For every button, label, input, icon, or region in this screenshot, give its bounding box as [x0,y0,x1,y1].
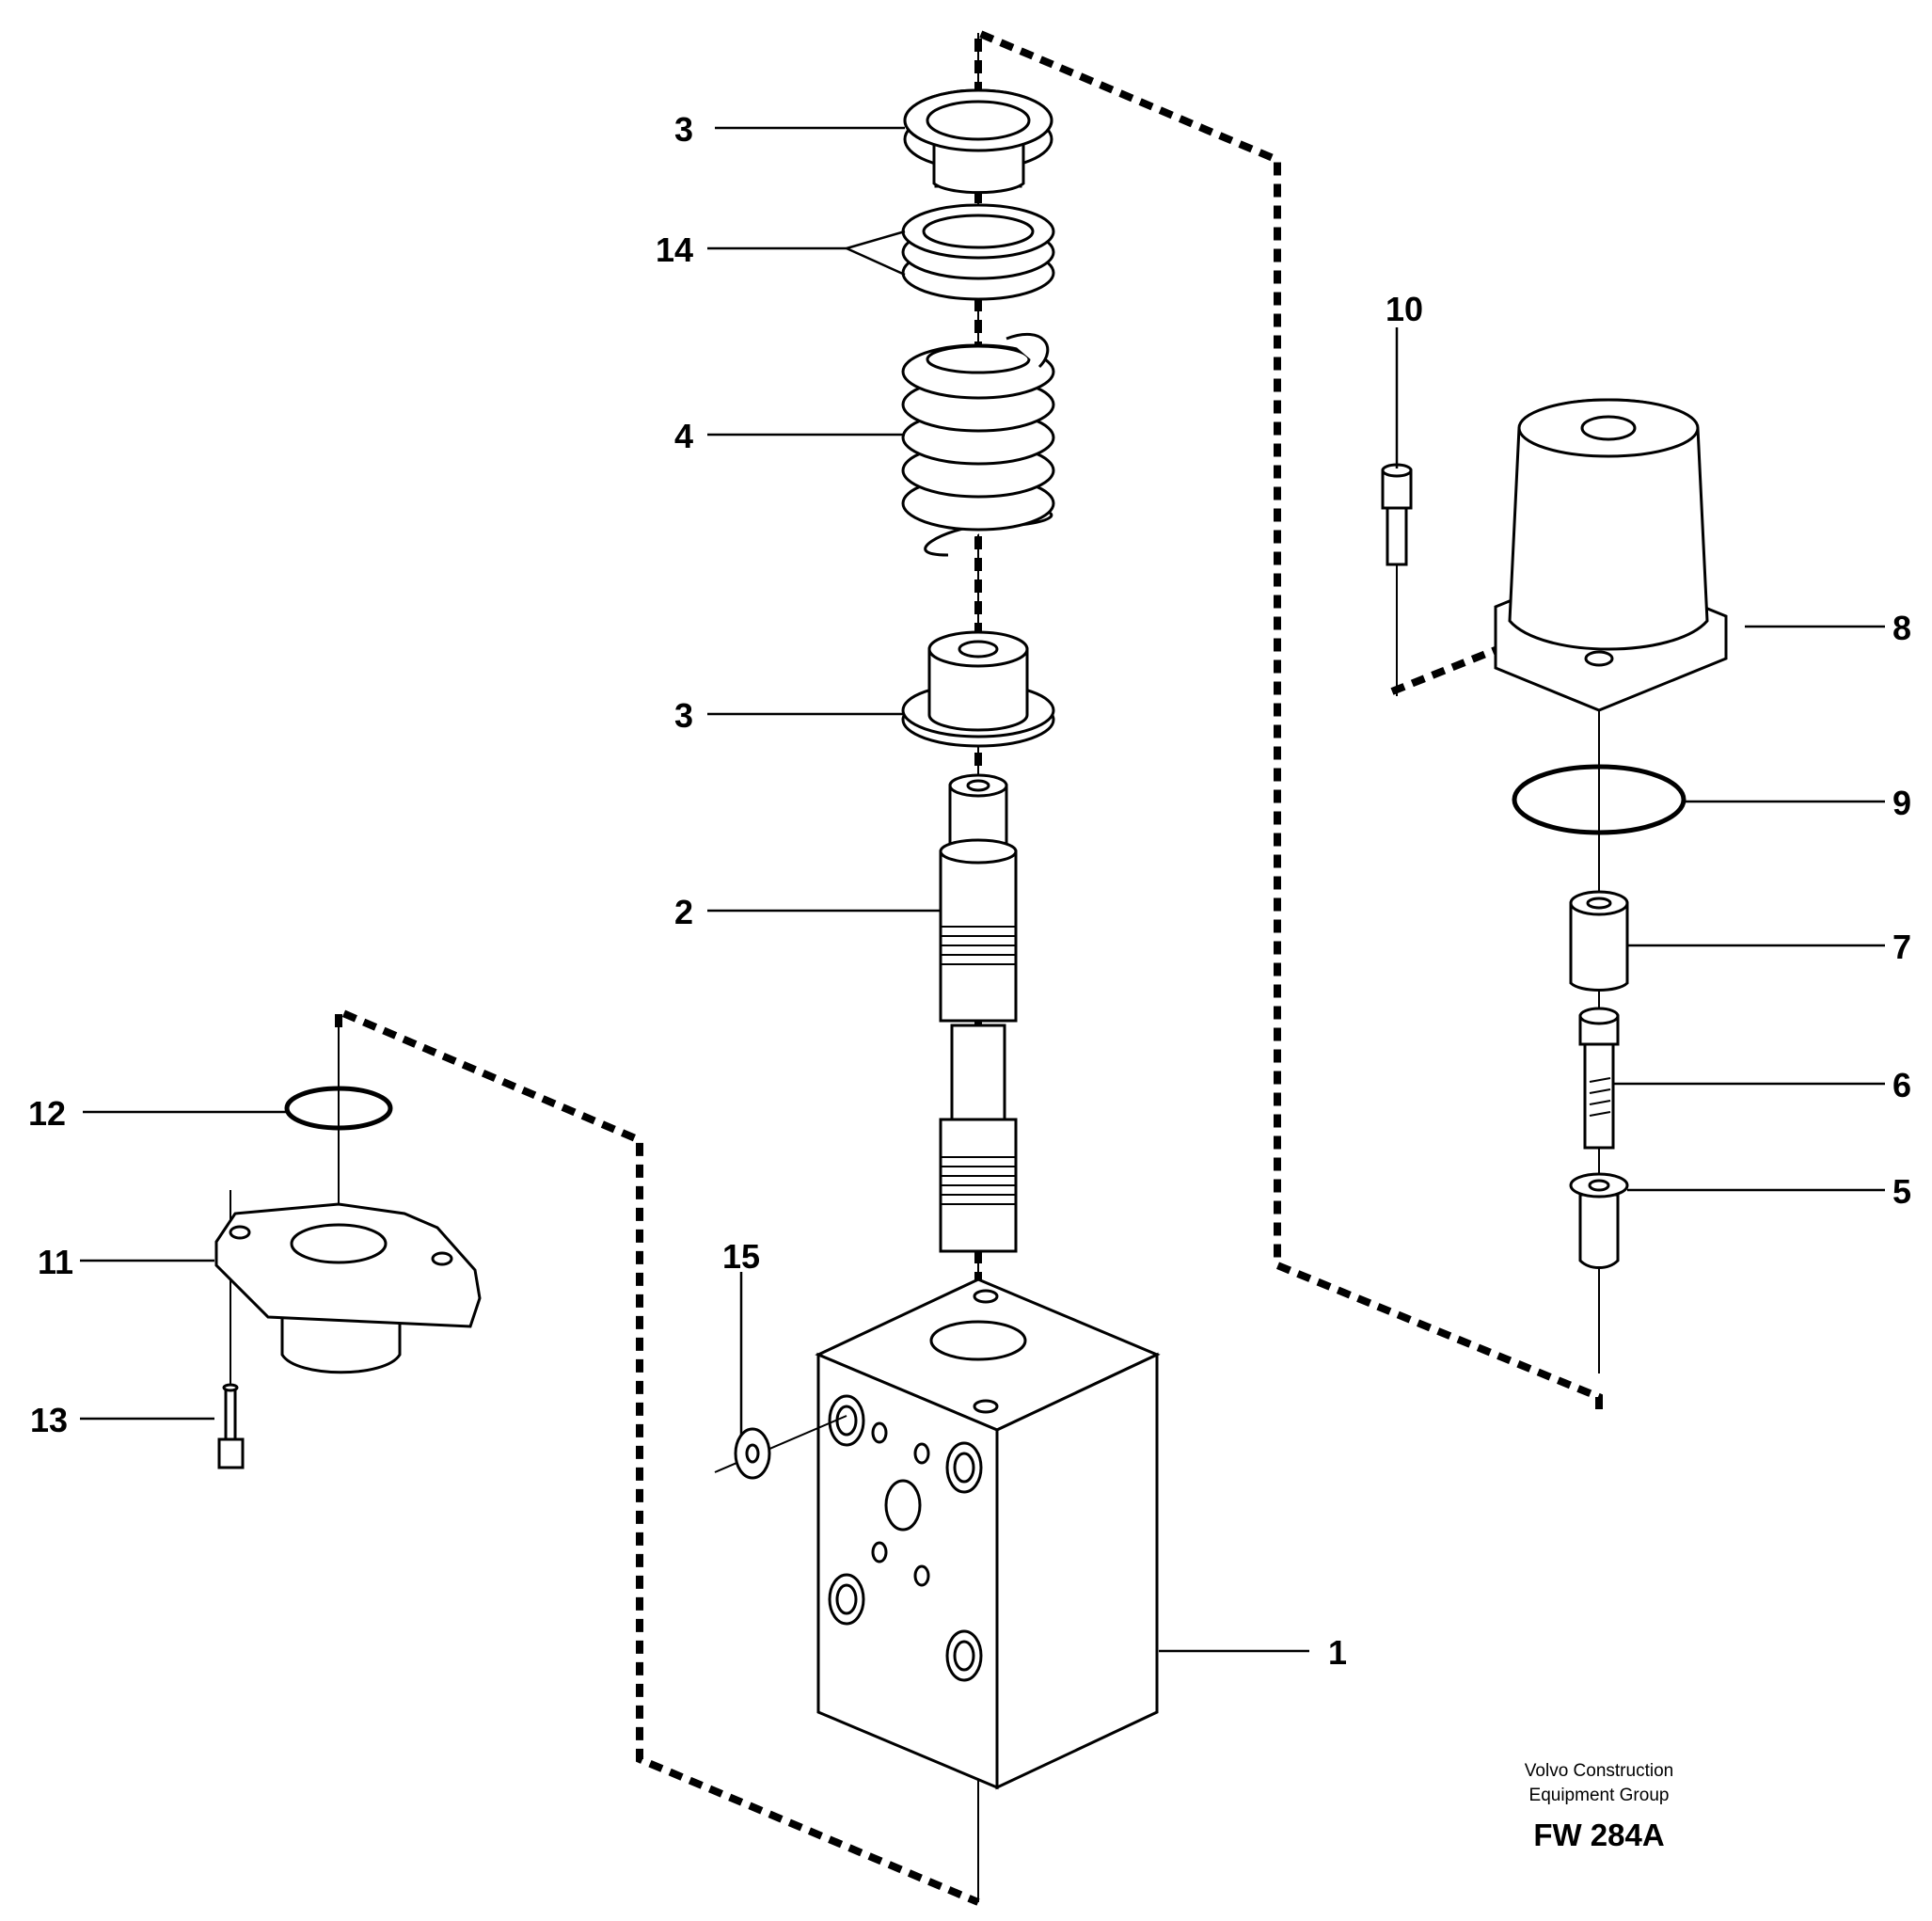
callout-11: 11 [38,1243,73,1281]
part-11-flange [214,1202,482,1374]
part-14-washers [901,203,1055,301]
credit-line-2: Equipment Group [1529,1786,1670,1805]
callout-labels: 3 14 4 3 2 1 10 8 9 7 6 5 15 12 11 13 [28,110,1911,1672]
callout-8: 8 [1892,609,1911,647]
part-6-screw [1578,1007,1620,1150]
callout-14: 14 [656,230,693,269]
dashed-assembly-line-left [335,1005,980,1906]
callout-10: 10 [1386,290,1423,328]
part-3-lower-spring-seat [901,630,1055,748]
part-5-bushing [1569,1172,1629,1269]
part-13-screw [217,1383,245,1469]
part-8-cover-cap [1494,398,1728,712]
part-9-o-ring [1512,764,1687,835]
leader-lines [80,126,1885,1653]
callout-3-top: 3 [674,110,693,149]
part-1-valve-body [815,1278,1161,1790]
part-12-o-ring [284,1086,393,1131]
part-15-washer [714,1415,847,1480]
callout-4: 4 [674,417,693,455]
part-10-bolt [1381,463,1413,696]
callout-1: 1 [1328,1633,1347,1672]
callout-9: 9 [1892,784,1911,822]
callout-7: 7 [1892,928,1911,966]
callout-15: 15 [722,1237,760,1276]
part-4-spring [901,333,1055,557]
credit-block: Volvo Construction Equipment Group FW 28… [1525,1761,1673,1852]
callout-6: 6 [1892,1066,1911,1104]
credit-line-1: Volvo Construction [1525,1761,1673,1781]
callout-13: 13 [30,1401,68,1439]
part-2-spool [939,773,1018,1253]
callout-3-lower: 3 [674,696,693,735]
callout-12: 12 [28,1094,66,1133]
callout-2: 2 [674,893,693,931]
part-3-top-flanged-bushing [903,88,1053,195]
part-7-sleeve [1569,890,1629,992]
figure-id: FW 284A [1533,1818,1664,1852]
callout-5: 5 [1892,1172,1911,1211]
